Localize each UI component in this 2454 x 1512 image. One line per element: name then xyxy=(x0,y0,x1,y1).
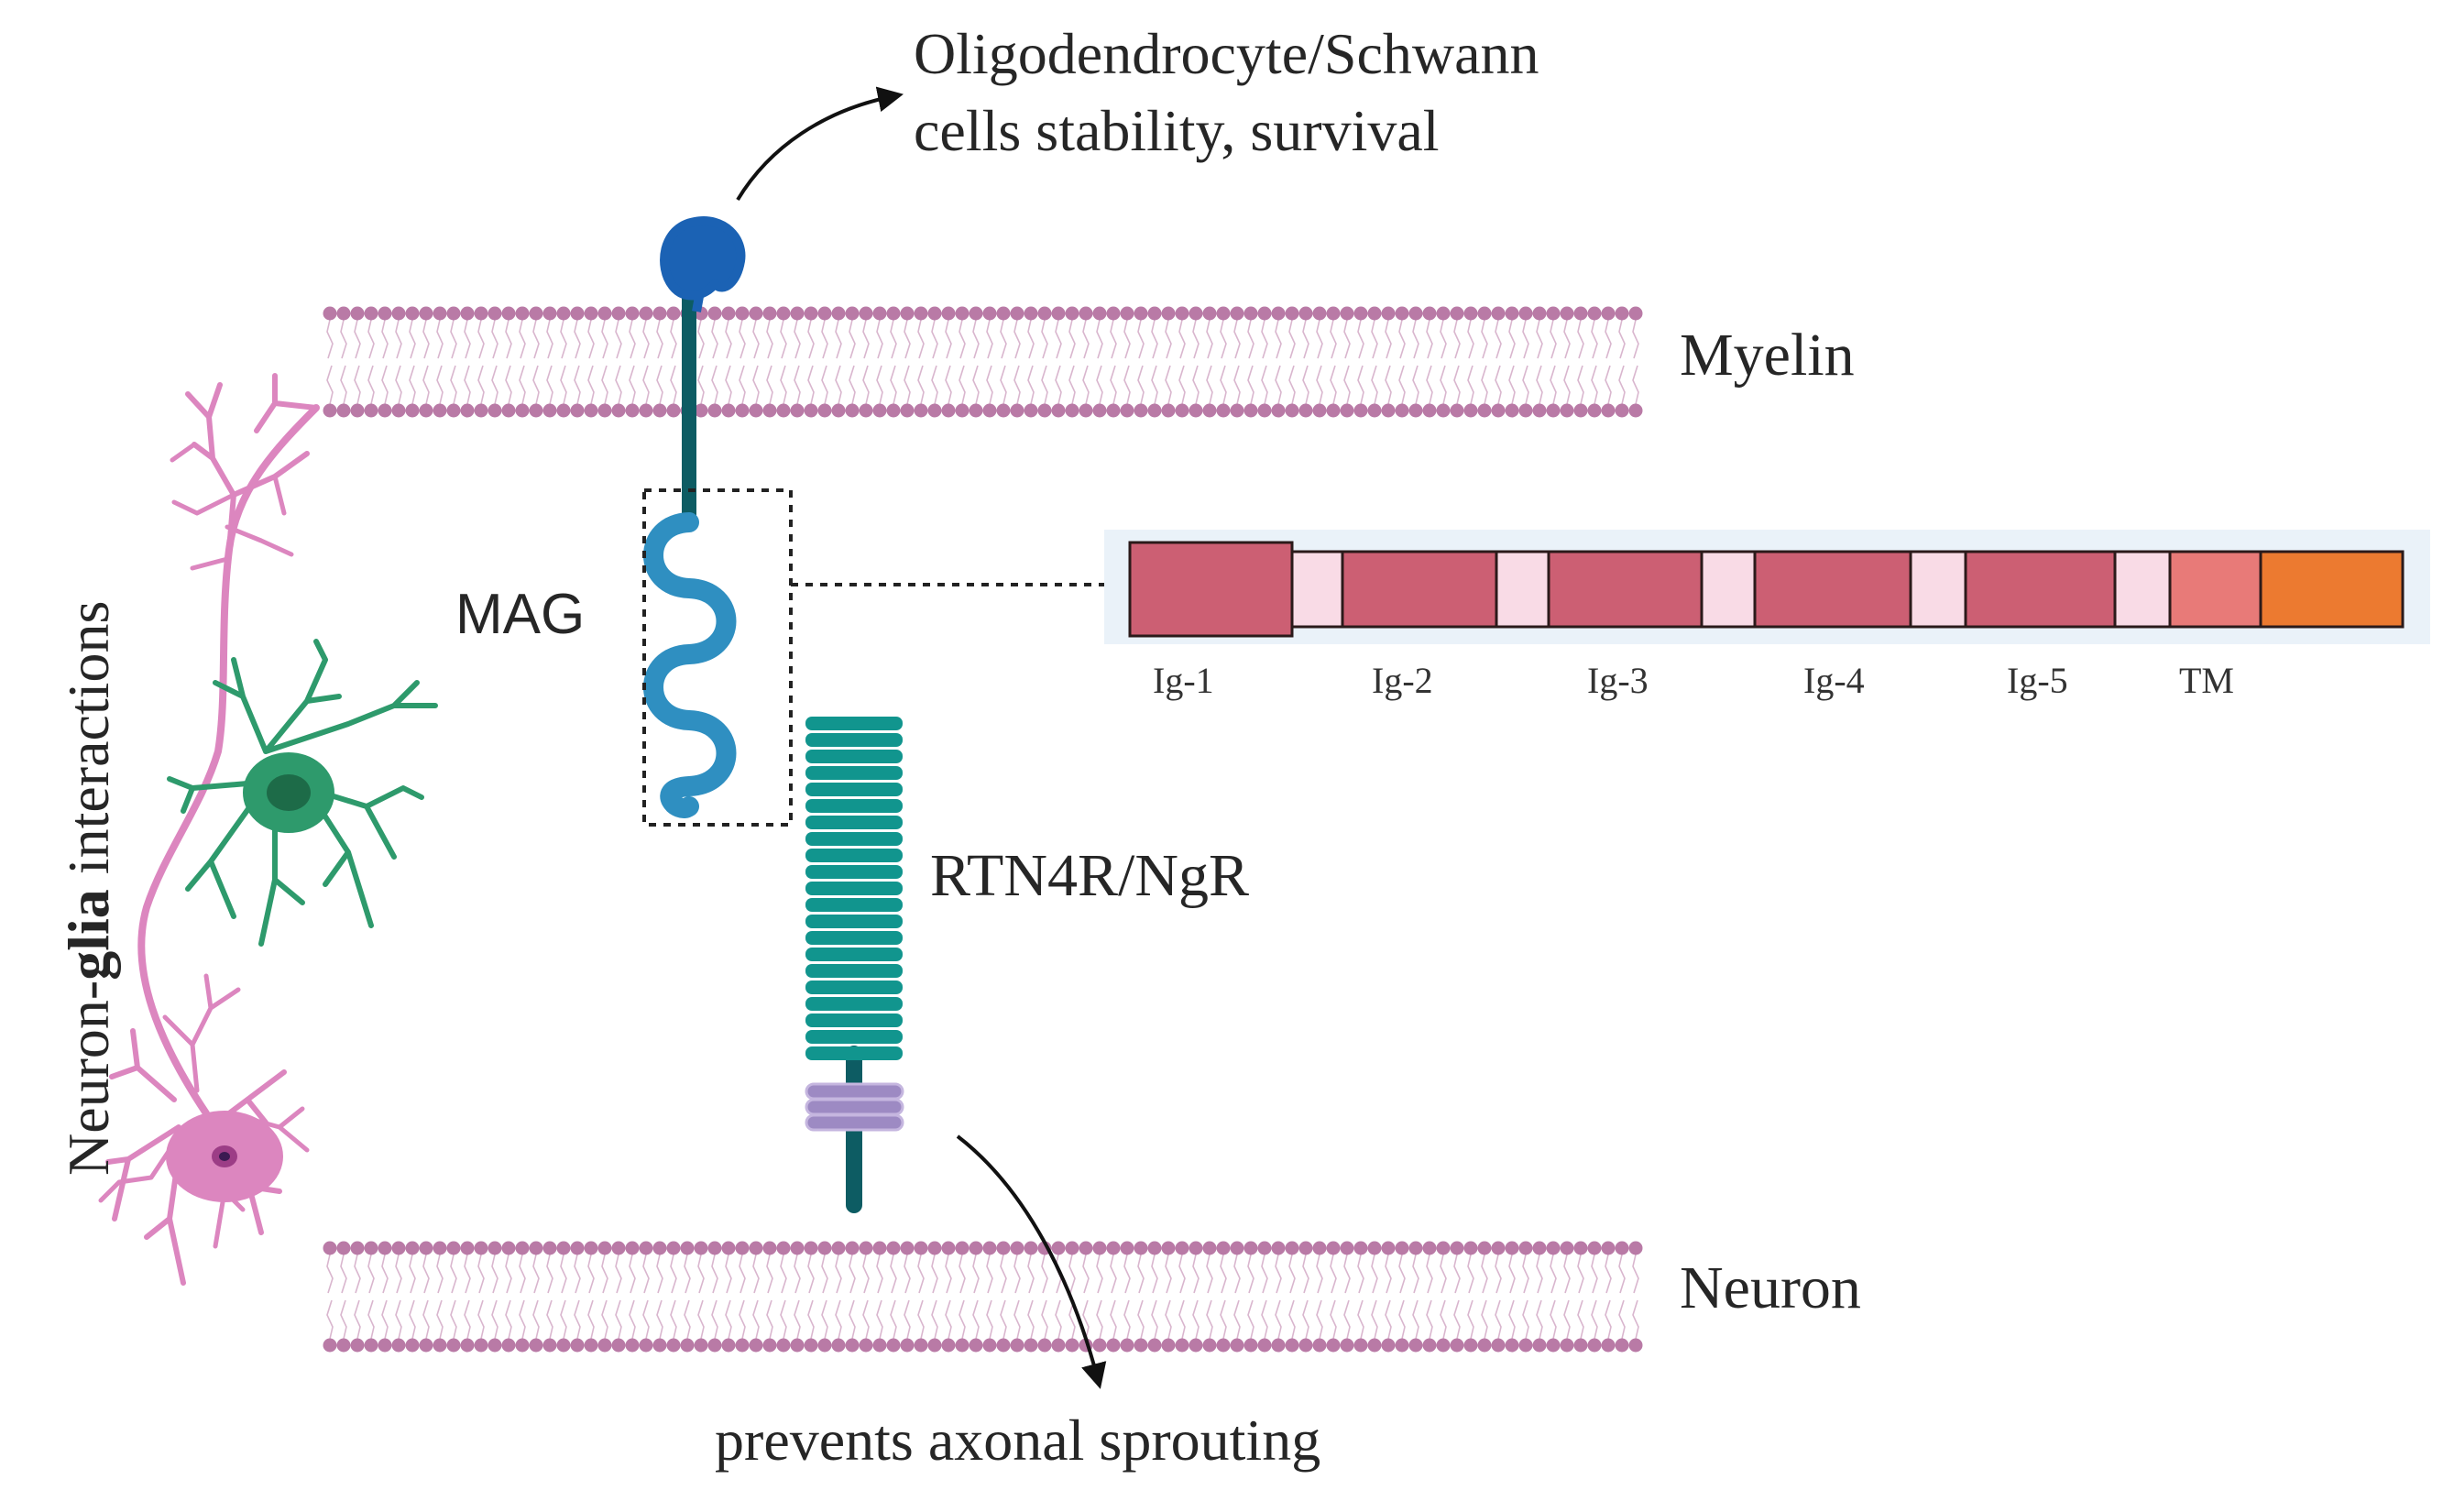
mag-domain-bar xyxy=(1104,530,2430,644)
domain-label-tm: TM xyxy=(2179,660,2234,701)
rtn4r-label: RTN4R/NgR xyxy=(930,842,1250,909)
myelin-label: Myelin xyxy=(1680,322,1855,389)
glia-cell-icon xyxy=(167,639,438,947)
sprouting-arrow xyxy=(956,1134,1107,1389)
domain-segment xyxy=(2113,550,2172,629)
side-label-suffix: interactions xyxy=(56,600,121,890)
mag-label: MAG xyxy=(455,583,586,646)
domain-segment xyxy=(1909,550,1967,629)
neuron-glia-interactions-label: Neuron-glia interactions xyxy=(55,601,123,1176)
domain-segment xyxy=(1753,550,1912,629)
survival-arrow xyxy=(736,86,904,202)
rtn4r-receptor xyxy=(805,717,904,1213)
side-label-emphasis: glia xyxy=(56,889,121,981)
domain-label-ig2: Ig-2 xyxy=(1372,660,1433,701)
mag-selection-box xyxy=(642,488,793,827)
domain-label-ig1: Ig-1 xyxy=(1153,660,1214,701)
neuron-label: Neuron xyxy=(1680,1255,1861,1321)
neuron-cell-icon xyxy=(98,373,320,1286)
domain-segment xyxy=(2259,550,2405,629)
neuron-membrane xyxy=(323,1241,1643,1353)
side-label-prefix: Neuron- xyxy=(56,980,121,1176)
domain-segment xyxy=(1547,550,1704,629)
top-outcome-line2: cells stability, survival xyxy=(914,98,1440,163)
mag-protein xyxy=(642,216,1111,827)
top-outcome-line1: Oligodendrocyte/Schwann xyxy=(914,21,1539,86)
domain-label-ig5: Ig-5 xyxy=(2007,660,2068,701)
domain-label-ig4: Ig-4 xyxy=(1803,660,1865,701)
domain-segment xyxy=(1128,541,1294,638)
domain-segment xyxy=(1290,550,1344,629)
domain-segment xyxy=(2168,550,2262,629)
domain-segment xyxy=(1964,550,2117,629)
domain-segment xyxy=(1700,550,1757,629)
domain-segment xyxy=(1341,550,1498,629)
myelin-membrane xyxy=(323,306,1643,418)
domain-segment xyxy=(1495,550,1550,629)
domain-label-ig3: Ig-3 xyxy=(1587,660,1649,701)
bottom-outcome-label: prevents axonal sprouting xyxy=(715,1408,1321,1473)
